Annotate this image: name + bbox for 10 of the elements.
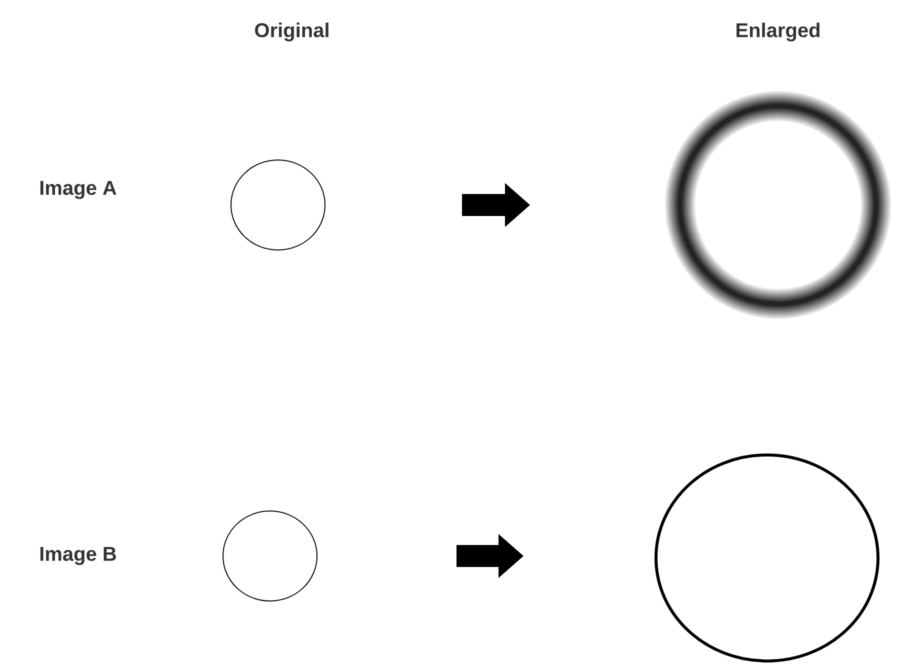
circle-outline (222, 510, 318, 602)
row-label: Image B (40, 547, 116, 565)
circle-outline (230, 160, 326, 250)
row-label: Image A (40, 181, 116, 199)
block-arrow (456, 534, 524, 578)
blurred-ring (665, 91, 891, 319)
block-arrow (462, 183, 530, 227)
circle-outline (654, 454, 880, 662)
column-heading: Original (255, 22, 328, 42)
column-heading: Enlarged (736, 22, 820, 42)
